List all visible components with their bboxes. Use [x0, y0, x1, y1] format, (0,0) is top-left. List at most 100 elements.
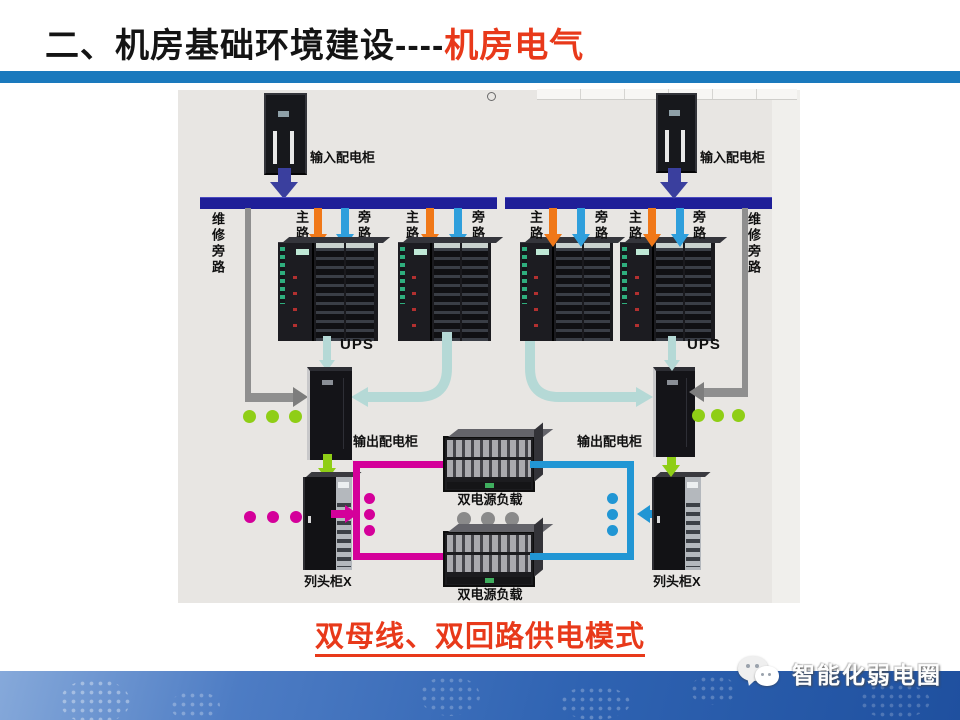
output-cabinet-left [307, 367, 352, 460]
maintenance-line-right-horizontal [702, 388, 748, 397]
bypass-arrow [454, 208, 462, 234]
bypass-arrowhead [572, 234, 590, 247]
input-feed-arrow-left [278, 168, 291, 183]
main-path-arrowhead [643, 234, 661, 247]
dot-pattern [560, 686, 630, 720]
bypass-arrow [577, 208, 585, 234]
wechat-icon [738, 652, 786, 694]
maintenance-line-left-horizontal [245, 393, 294, 402]
row-head-cabinet-left [303, 477, 352, 570]
busbar-left [200, 197, 497, 209]
ups-output-line [668, 336, 676, 361]
ellipsis-dot [267, 511, 279, 523]
row-head-cabinet-right [652, 477, 701, 570]
anchor-mark-icon [487, 92, 496, 101]
input-cabinet-left-label: 输入配电柜 [310, 150, 376, 165]
bypass-arrowhead [671, 234, 689, 247]
dot-pattern [60, 679, 130, 720]
dual-power-load-server-top [443, 436, 535, 492]
feed-b-bus-top [530, 461, 634, 468]
ellipsis-dot [457, 512, 471, 526]
ellipsis-dot [711, 409, 724, 422]
brand-name: 智能化弱电圈 [792, 662, 942, 688]
title-divider-bar [0, 71, 960, 83]
main-path-label: 主路 [404, 210, 419, 242]
output-cabinet-right [653, 367, 695, 457]
ellipsis-dot [481, 512, 495, 526]
dot-pattern [860, 683, 930, 719]
input-cabinet-right [656, 93, 697, 173]
output-cabinet-left-label: 输出配电柜 [353, 434, 419, 449]
bypass-path-label: 旁路 [470, 210, 485, 242]
bypass-path-label: 旁路 [593, 210, 608, 242]
main-path-label: 主路 [294, 210, 309, 242]
bypass-arrow [341, 208, 349, 234]
caption-text: 双母线、双回路供电模式 [314, 621, 645, 657]
ellipsis-dot [364, 525, 375, 536]
title-highlight: 机房电气 [444, 27, 585, 65]
row-head-cabinet-right-label: 列头柜X [653, 574, 701, 589]
ellipsis-dot [244, 511, 256, 523]
feed-b-arrowhead [637, 505, 650, 523]
ups-output-arrowhead [319, 360, 335, 371]
ellipsis-dot [607, 525, 618, 536]
dot-pattern [170, 691, 220, 720]
main-path-arrow [648, 208, 656, 234]
input-feed-arrowhead-left [270, 182, 298, 199]
main-path-arrow [314, 208, 322, 234]
row-head-cabinet-left-label: 列头柜X [304, 574, 352, 589]
dual-power-load-server-bottom [443, 531, 535, 587]
bypass-arrow [676, 208, 684, 234]
ups-output-line [323, 336, 331, 361]
ellipsis-dot [290, 511, 302, 523]
ellipsis-dot [505, 512, 519, 526]
feed-a-bus-top [353, 461, 451, 468]
footer-band [0, 671, 960, 720]
cabinet-screen [277, 110, 289, 117]
cabinet-slit [273, 130, 278, 164]
bypass-path-label: 旁路 [691, 210, 706, 242]
ellipsis-dot [692, 409, 705, 422]
ellipsis-dot [607, 509, 618, 520]
ups-output-arrowhead [664, 360, 680, 371]
main-path-arrowhead [544, 234, 562, 247]
ups-right-label: UPS [687, 336, 721, 353]
output-cabinet-right-label: 输出配电柜 [577, 434, 643, 449]
cabinet-screen [669, 110, 681, 117]
maintenance-line-left-vertical [245, 208, 251, 395]
ups-rack [620, 242, 715, 341]
page-title: 二、机房基础环境建设----机房电气 [45, 18, 584, 67]
title-text: 二、机房基础环境建设---- [45, 27, 445, 65]
cabinet-slit [290, 130, 295, 164]
feed-a-bus-vertical [353, 461, 360, 560]
dot-pattern [420, 676, 480, 716]
main-path-arrow [549, 208, 557, 234]
ups-rack [398, 242, 491, 341]
maintenance-bypass-right-label: 维修旁路 [746, 212, 761, 276]
input-feed-arrow-right [668, 168, 681, 183]
ups-left-label: UPS [340, 336, 374, 353]
dot-pattern [690, 675, 736, 705]
input-cabinet-left [264, 93, 307, 175]
input-cabinet-right-label: 输入配电柜 [700, 150, 766, 165]
ellipsis-dot [732, 409, 745, 422]
ellipsis-dot [364, 509, 375, 520]
feed-a-bus-bottom [353, 553, 451, 560]
dual-power-load-top-label: 双电源负载 [457, 492, 523, 507]
ellipsis-dot [243, 410, 256, 423]
ellipsis-dot [364, 493, 375, 504]
distribution-arrow [667, 451, 676, 465]
input-feed-arrowhead-right [660, 182, 688, 199]
ellipsis-dot [289, 410, 302, 423]
brand: 智能化弱电圈 [738, 652, 942, 694]
main-path-label: 主路 [528, 210, 543, 242]
ups-rack [278, 242, 378, 341]
main-path-arrow [426, 208, 434, 234]
feed-a-arrow [331, 510, 347, 518]
feed-b-bus-bottom [530, 553, 634, 560]
bypass-path-label: 旁路 [356, 210, 371, 242]
dual-power-load-bottom-label: 双电源负载 [457, 587, 523, 602]
ellipsis-dot [607, 493, 618, 504]
maintenance-arrowhead-left [293, 387, 308, 407]
